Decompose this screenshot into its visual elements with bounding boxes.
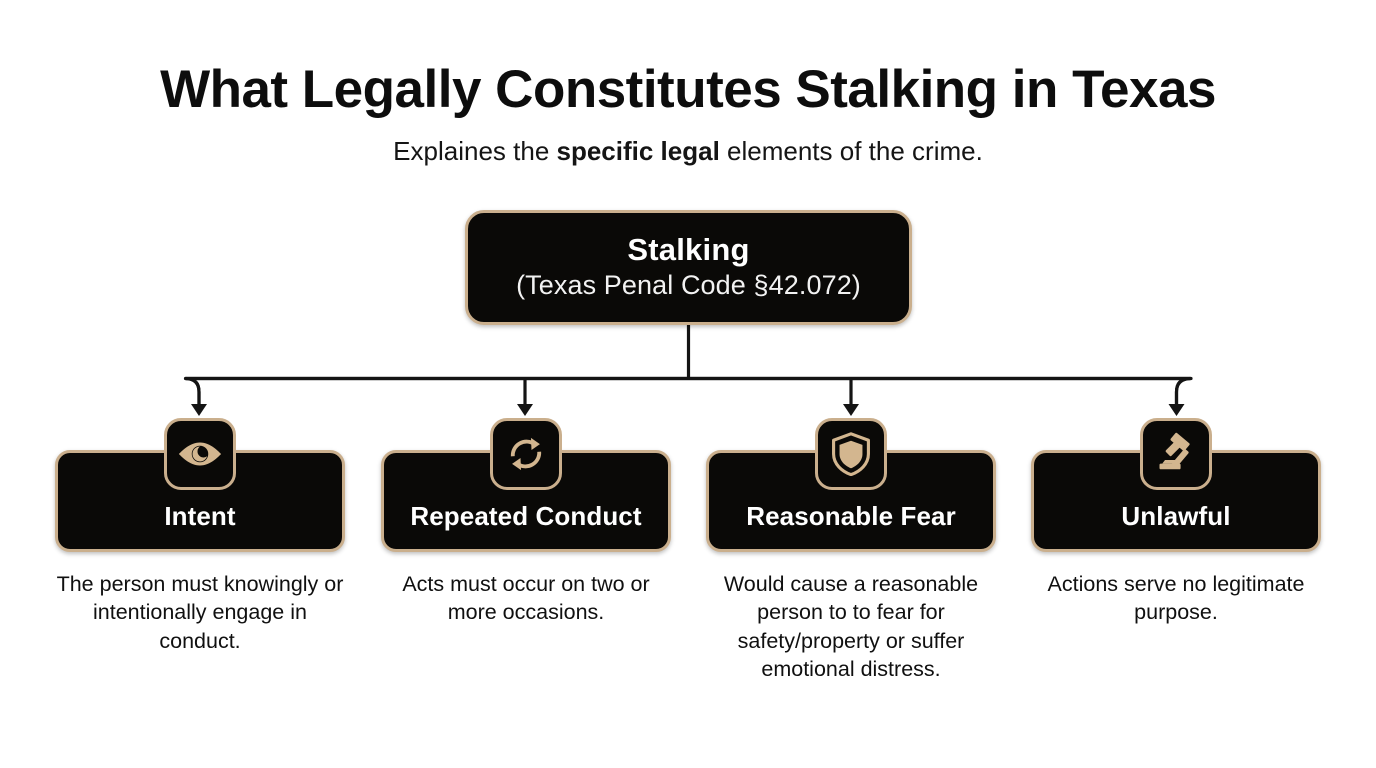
connector-elbow-right (1174, 376, 1191, 405)
node-intent-description: The person must knowingly or intentional… (56, 572, 344, 653)
gavel-icon (1140, 418, 1212, 490)
page-title: What Legally Constitutes Stalking in Tex… (160, 60, 1216, 119)
node-repeated-conduct[interactable]: Repeated Conduct (381, 418, 671, 552)
arrowhead-3 (843, 404, 859, 416)
subtitle-text-before: Explaines the (393, 136, 557, 166)
node-unlawful[interactable]: Unlawful (1031, 418, 1321, 552)
node-intent[interactable]: Intent (55, 418, 345, 552)
node-reasonable-fear-label: Reasonable Fear (746, 501, 956, 532)
connector-bus (183, 376, 1193, 410)
shield-icon (815, 418, 887, 490)
node-reasonable-fear-description: Would cause a reasonable person to to fe… (723, 572, 979, 682)
refresh-cycle-icon (490, 418, 562, 490)
node-repeated-conduct-label: Repeated Conduct (410, 501, 642, 532)
root-node-title: Stalking (627, 231, 750, 267)
arrowhead-4 (1168, 404, 1185, 416)
node-repeated-conduct-description: Acts must occur on two or more occasions… (402, 572, 650, 625)
eye-icon (164, 418, 236, 490)
node-intent-label: Intent (164, 501, 236, 532)
arrowhead-1 (191, 404, 207, 416)
root-node-citation: (Texas Penal Code §42.072) (516, 269, 861, 300)
arrowhead-2 (517, 404, 533, 416)
node-reasonable-fear[interactable]: Reasonable Fear (706, 418, 996, 552)
subtitle-text-after: elements of the crime. (719, 136, 983, 166)
subtitle-text-emphasis: specific legal (556, 136, 720, 166)
root-node-stalking[interactable]: Stalking (Texas Penal Code §42.072) (465, 210, 912, 325)
connector-elbow-left (185, 376, 201, 405)
page-subtitle: Explaines the specific legal elements of… (0, 136, 1376, 167)
node-unlawful-description: Actions serve no legitimate purpose. (1047, 572, 1305, 625)
node-unlawful-label: Unlawful (1121, 501, 1231, 532)
